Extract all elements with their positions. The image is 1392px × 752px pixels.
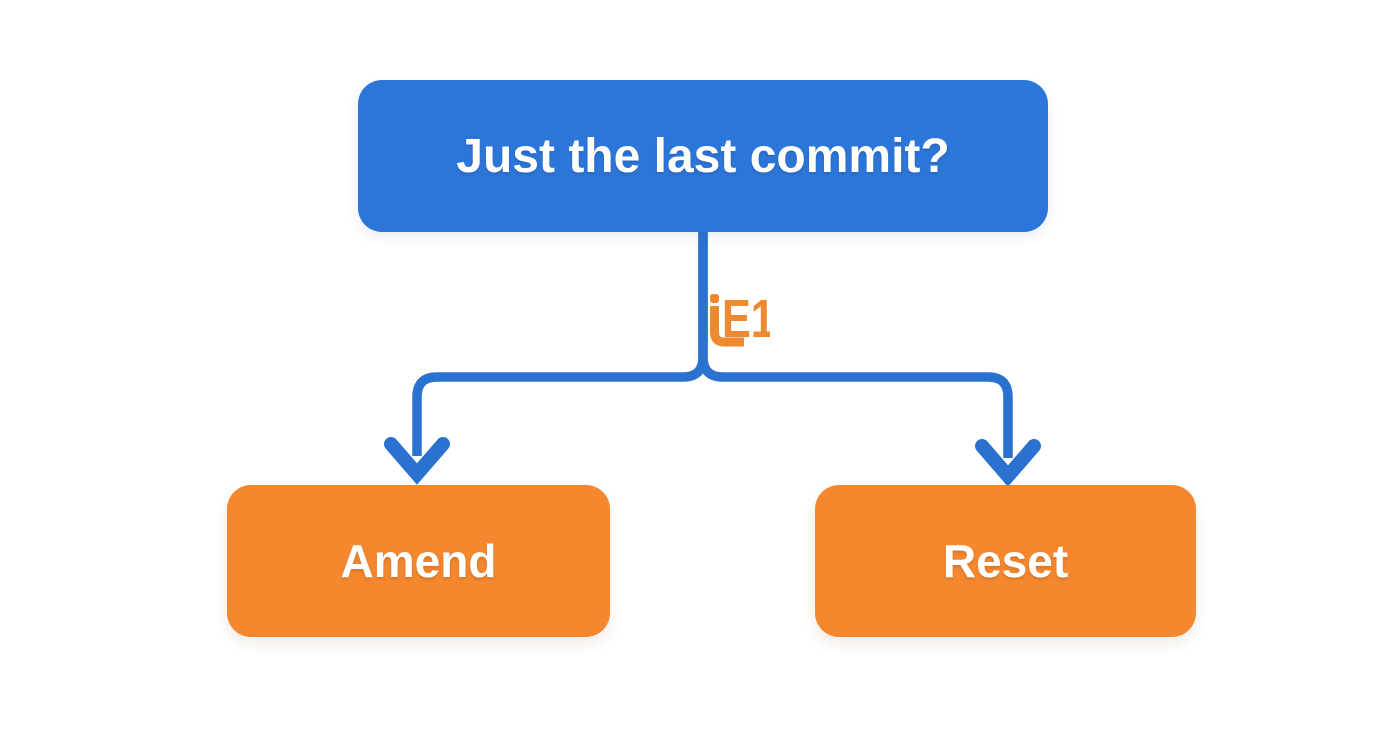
node-root-question: Just the last commit? (358, 80, 1048, 232)
right-branch-line (698, 228, 1013, 458)
node-amend-label: Amend (340, 535, 497, 587)
node-reset: Reset (815, 485, 1196, 637)
node-reset-label: Reset (942, 535, 1069, 587)
right-arrowhead-icon (975, 439, 1041, 487)
left-branch-line (412, 228, 708, 456)
left-arrowhead-icon (384, 437, 450, 485)
label-dot-icon (710, 294, 719, 303)
edge-label-text: E1 (722, 292, 770, 349)
label-bracket-icon (710, 306, 744, 347)
node-amend: Amend (227, 485, 610, 637)
node-root-label: Just the last commit? (456, 129, 950, 183)
edge-label: E1 (710, 292, 770, 349)
